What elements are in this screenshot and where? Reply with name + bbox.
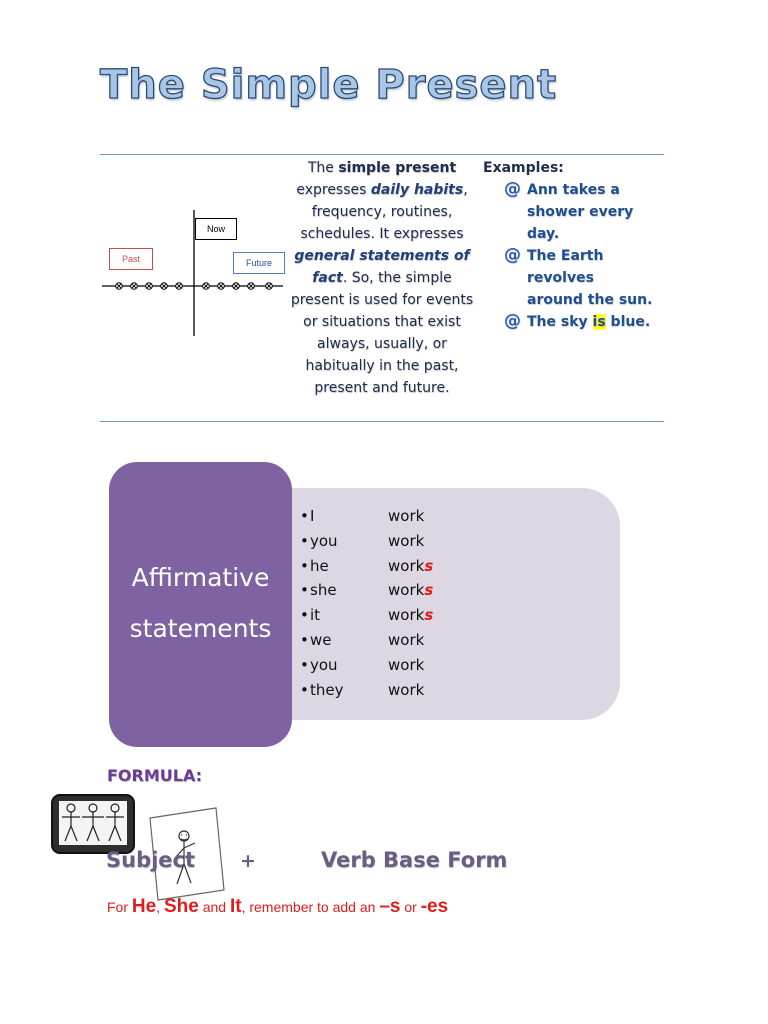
example-item: @ Ann takes a shower every day.: [504, 179, 634, 242]
list-bullet: •: [300, 581, 309, 600]
verb: works: [388, 581, 434, 600]
examples-heading: Examples:: [483, 160, 564, 176]
formula-plus: +: [240, 850, 256, 872]
pronoun: it: [310, 606, 321, 625]
past-label: Past: [109, 248, 153, 270]
example-item: @ The sky is blue.: [504, 311, 651, 331]
top-divider: [100, 154, 664, 155]
pronoun: they: [310, 680, 344, 699]
verb: work: [388, 631, 425, 649]
verb: works: [388, 606, 434, 625]
list-bullet: •: [300, 531, 309, 550]
list-bullet: •: [300, 680, 309, 699]
spiral-bullet-icon: @: [504, 245, 521, 265]
spiral-bullet-icon: @: [504, 311, 521, 331]
verb: work: [388, 507, 425, 525]
future-label: Future: [233, 252, 285, 274]
pronoun: you: [310, 655, 338, 674]
affirmative-box: [109, 462, 292, 747]
verb: works: [388, 556, 434, 575]
spiral-bullet-icon: @: [504, 179, 521, 199]
list-bullet: •: [300, 606, 309, 625]
timeline-ticks: [115, 282, 273, 290]
verb-suffix: s: [424, 556, 434, 575]
verb: work: [388, 531, 425, 550]
conjugation-row: •it works: [300, 603, 433, 627]
pronoun: he: [310, 556, 329, 575]
example-item: @ The Earth revolves around the sun.: [504, 245, 653, 308]
highlighted-verb: is: [592, 314, 606, 330]
pronoun: you: [310, 531, 338, 550]
verb: work: [388, 680, 425, 699]
list-bullet: •: [300, 631, 309, 649]
people-tablet-icon: [51, 794, 135, 854]
conjugation-row: •they work: [300, 678, 424, 702]
conjugation-row: •you work: [300, 529, 424, 553]
list-bullet: •: [300, 507, 309, 525]
verb-suffix: s: [424, 581, 434, 600]
timeline-diagram: [102, 210, 283, 336]
formula-subject: Subject: [106, 848, 196, 872]
definition-text: The simple present expresses daily habit…: [290, 160, 474, 396]
formula-heading: FORMULA:: [107, 766, 203, 785]
stick-figure-card-icon: [149, 807, 225, 901]
verb-suffix: s: [424, 606, 434, 625]
pronoun: I: [310, 507, 315, 525]
pronoun: we: [310, 631, 332, 649]
conjugation-row: •she works: [300, 578, 433, 602]
pronoun: she: [310, 581, 337, 600]
affirmative-label: Affirmative statements: [129, 563, 272, 643]
verb: work: [388, 655, 425, 674]
formula-verb-base: Verb Base Form: [321, 848, 508, 872]
third-person-rule: For He, She and It, remember to add an –…: [107, 896, 449, 917]
now-label: Now: [195, 218, 237, 240]
list-bullet: •: [300, 655, 309, 674]
page-title: The Simple Present: [99, 61, 558, 108]
conjugation-row: •he works: [300, 554, 433, 578]
list-bullet: •: [300, 556, 309, 575]
conjugation-row: •we work: [300, 628, 424, 652]
conjugation-row: •you work: [300, 653, 424, 677]
bottom-divider: [100, 421, 664, 422]
